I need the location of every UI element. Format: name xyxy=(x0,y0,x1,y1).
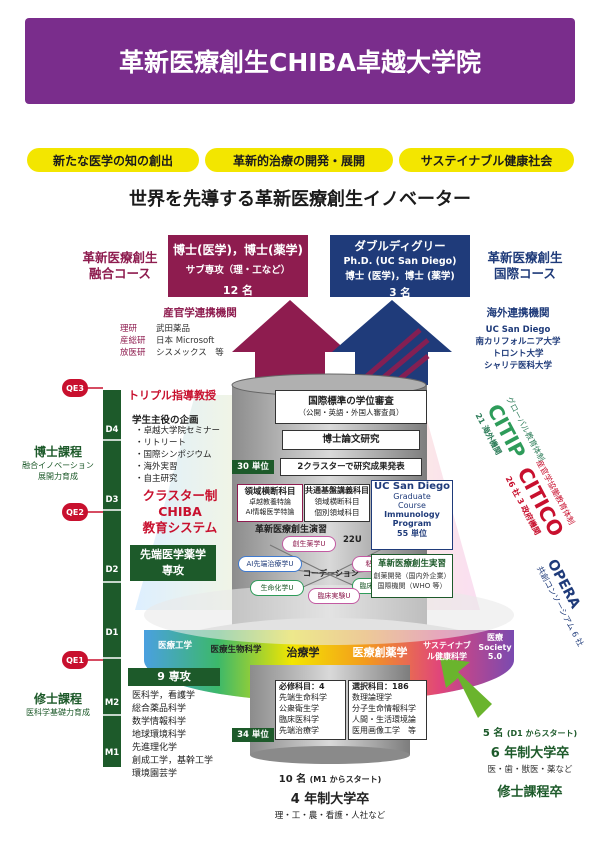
domain-title: 領域横断科目 xyxy=(244,487,296,497)
unit-bubble: 臨床実験U xyxy=(308,588,360,604)
overseas-partners: 海外連携機関 UC San Diego 南カリフォルニア大学 トロント大学 シャ… xyxy=(448,305,588,372)
majors-list: 医科学，看護学 総合薬品科学 数学情報科学 地球環境科学 先進理化学 創成工学，… xyxy=(132,691,214,779)
right-bottom-master: 修士課程卒 xyxy=(497,785,563,800)
master-course: 修士課程 医科学基礎力育成 xyxy=(26,692,90,717)
headline: 世界を先導する革新医療創生イノベーター xyxy=(129,189,471,210)
year-label: M2 xyxy=(104,698,120,708)
bottom-entry: 10 名 (M1 からスタート) 4 年制大学卒 理・工・農・看護・人社など xyxy=(250,770,410,821)
nine-majors-box: 9 専攻 xyxy=(128,668,220,686)
left-degree-count: 12 名 xyxy=(222,284,254,297)
right-degree-box: ダブルディグリー Ph.D. (UC San Diego) 博士 (医学)，博士… xyxy=(330,235,470,299)
page-title: 革新医療創生CHIBA卓越大学院 xyxy=(25,18,575,104)
right-course-line1: 革新医療創生 xyxy=(487,250,563,265)
overseas-item: シャリテ医科大学 xyxy=(483,361,552,371)
advanced-major-box: 先端医学薬学 専攻 xyxy=(130,545,216,581)
qe-badge: QE2 xyxy=(62,503,88,521)
industry-row: 放医研シスメックス 等 xyxy=(120,348,224,358)
bottom-count: 10 名 xyxy=(278,774,307,785)
domain-sub: 卓越教養特論 xyxy=(249,498,291,506)
events-list: ・卓越大学院セミナー ・リトリート ・国際シンポジウム ・海外実習 ・自主研究 xyxy=(135,426,221,484)
credits-30-badge: 30 単位 xyxy=(232,460,274,474)
right-bottom-sub: 医・歯・獣医・薬など xyxy=(487,765,573,775)
theme-pill: 革新的治療の開発・展開 xyxy=(205,148,393,172)
practice-center: コーデーション xyxy=(303,569,359,578)
unit-bubble: 創生薬学U xyxy=(282,536,336,552)
overseas-item: 南カリフォルニア大学 xyxy=(475,337,561,347)
practical-box: 革新医療創生実習 創薬開発（国内外企業） 国際機関（WHO 等） xyxy=(371,554,453,598)
right-bottom-entry: 5 名 (D1 からスタート) 6 年制大学卒 医・歯・獣医・薬など 修士課程卒 xyxy=(470,724,590,800)
common-course-box: 共通基盤講義科目 領域横断科目 個別領域科目 xyxy=(304,484,370,522)
up-arrow-left-icon xyxy=(232,300,348,385)
ring-segment: 医療創薬学 xyxy=(352,646,408,659)
cluster-system: クラスター制 CHIBA 教育システム xyxy=(142,488,218,535)
degree-review-box: 国際標準の学位審査 （公開・英語・外国人審査員） xyxy=(275,390,427,424)
bottom-sub: 理・工・農・看護・人社など xyxy=(274,811,386,821)
right-degree-count: 3 名 xyxy=(389,287,411,299)
common-sub: 個別領域科目 xyxy=(314,508,360,517)
right-bottom-title: 6 年制大学卒 xyxy=(490,746,570,761)
left-course-line2: 融合コース xyxy=(89,266,151,281)
doctor-course: 博士課程 融合イノベーション 展開力育成 xyxy=(22,445,94,481)
practical-title: 革新医療創生実習 xyxy=(377,559,446,569)
elective-box: 選択科目：186 数理論理学 分子生命情報科学 人間・生活環境論 医用画像工学 … xyxy=(348,680,427,740)
industry-row: 産総研日本 Microsoft xyxy=(120,336,215,346)
right-degree-line2: Ph.D. (UC San Diego) xyxy=(343,256,457,267)
industry-partners: 産官学連携機関 理研武田薬品 産総研日本 Microsoft 放医研シスメックス… xyxy=(120,305,280,359)
left-degree-line1: 博士(医学)，博士(薬学) xyxy=(173,243,303,257)
right-degree-line1: ダブルディグリー xyxy=(354,239,446,253)
left-course-line1: 革新医療創生 xyxy=(82,250,158,265)
cluster-presentation-box: 2クラスターで研究成果発表 xyxy=(280,458,422,476)
ucsd-title: UC San Diego xyxy=(373,481,451,492)
review-sub: （公開・英語・外国人審査員） xyxy=(298,408,404,417)
domain-course-box: 領域横断科目 卓越教養特論 AI情報医学特論 xyxy=(237,484,303,522)
thesis-box: 博士論文研究 xyxy=(282,430,420,450)
industry-title: 産官学連携機関 xyxy=(163,307,237,319)
ucsd-box: UC San Diego Graduate Course Immunology … xyxy=(371,480,453,550)
year-label: M1 xyxy=(104,748,120,758)
triple-advisor: トリプル指導教授 xyxy=(128,389,216,402)
practice-units: 22U xyxy=(343,535,362,545)
bottom-title: 4 年制大学卒 xyxy=(290,792,370,807)
left-course-name: 革新医療創生 融合コース xyxy=(60,250,180,282)
common-sub: 領域横断科目 xyxy=(314,497,360,506)
required-title: 必修科目：4 xyxy=(279,682,325,691)
year-label: D2 xyxy=(105,565,119,575)
domain-sub: AI情報医学特論 xyxy=(245,508,295,516)
ring-segment: サステイナブル健康科学 xyxy=(423,641,471,661)
review-title: 国際標準の学位審査 xyxy=(308,396,394,407)
qe-badge: QE3 xyxy=(62,379,88,397)
year-label: D1 xyxy=(105,628,119,638)
bottom-count-note: (M1 からスタート) xyxy=(309,775,382,784)
overseas-item: トロント大学 xyxy=(492,349,544,359)
timeline-bar xyxy=(103,390,121,767)
left-degree-line2: サブ専攻（理・工など） xyxy=(185,265,291,276)
unit-bubble: AI先端治療学U xyxy=(238,556,302,572)
industry-row: 理研武田薬品 xyxy=(120,324,191,334)
ring-segment: 治療学 xyxy=(286,646,320,659)
overseas-item: UC San Diego xyxy=(485,325,551,335)
right-degree-line3: 博士 (医学)，博士 (薬学) xyxy=(345,271,455,282)
ring-segment: 医療工学 xyxy=(157,641,192,651)
practice-title: 革新医療創生演習 xyxy=(255,525,328,535)
year-label: D4 xyxy=(105,425,119,435)
overseas-title: 海外連携機関 xyxy=(486,307,550,319)
qe-badge: QE1 xyxy=(62,651,88,669)
right-course-line2: 国際コース xyxy=(494,266,556,281)
elective-title: 選択科目：186 xyxy=(352,682,409,691)
unit-bubble: 生命化学U xyxy=(250,580,304,596)
right-course-name: 革新医療創生 国際コース xyxy=(470,250,580,282)
events-title: 学生主役の企画 xyxy=(132,415,199,426)
year-label: D3 xyxy=(105,495,119,505)
ring-segment: 医療 Society 5.0 xyxy=(478,632,512,661)
ring-segment: 医療生物科学 xyxy=(210,645,262,655)
required-box: 必修科目：4 先端生命科学 公衆衛生学 臨床医科学 先端治療学 xyxy=(275,680,346,740)
common-title: 共通基盤講義科目 xyxy=(305,486,369,495)
green-arrow-icon xyxy=(440,658,492,718)
left-degree-box: 博士(医学)，博士(薬学) サブ専攻（理・工など） 12 名 xyxy=(168,235,308,297)
theme-pill: 新たな医学の知の創出 xyxy=(27,148,199,172)
theme-pill: サステイナブル健康社会 xyxy=(399,148,574,172)
credits-34-badge: 34 単位 xyxy=(232,728,274,742)
